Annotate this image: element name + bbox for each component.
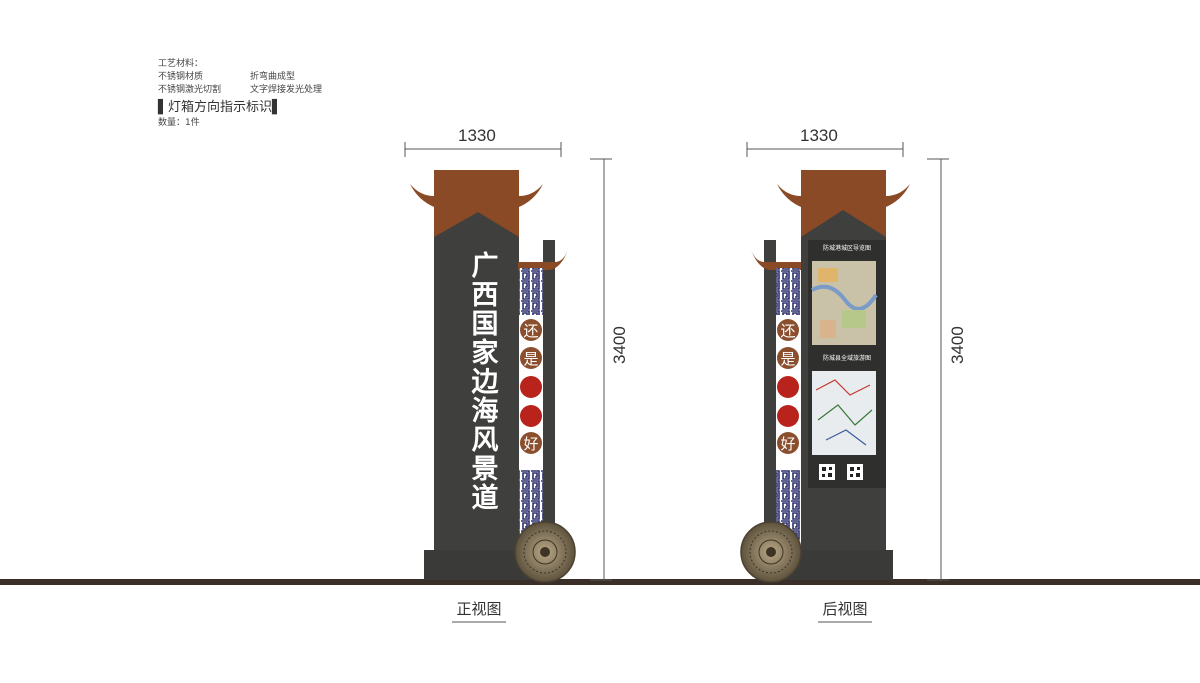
title-char: 边 (472, 367, 500, 398)
notes-cell: 文字焊接发光处理 (250, 85, 323, 95)
title-char: 广 (472, 251, 499, 282)
map2-title: 防城县全域旅游图 (823, 354, 871, 362)
slogan-circle-red (520, 405, 542, 427)
notes-cell: 折弯曲成型 (250, 72, 296, 82)
side-pole (543, 240, 555, 550)
stone-slab (434, 212, 519, 550)
slogan-char: 好 (523, 435, 538, 453)
qr-code (819, 464, 835, 480)
title-char: 景 (472, 454, 499, 485)
notes-cell: 不锈钢材质 (158, 72, 204, 82)
slogan-char: 还 (523, 322, 538, 340)
notes-heading: 工艺材料： (158, 59, 204, 69)
title-char: 道 (472, 482, 499, 514)
map1-title: 防城港城区导览图 (823, 244, 871, 252)
back-height-label: 3400 (948, 326, 967, 364)
slogan-char: 还 (780, 322, 795, 340)
front-height-label: 3400 (610, 326, 629, 364)
back-view-caption: 后视图 (822, 600, 868, 618)
front-width-label: 1330 (458, 126, 496, 145)
slogan-char: 是 (523, 350, 538, 368)
title-char: 家 (472, 337, 499, 369)
quantity: 数量：1件 (158, 118, 200, 128)
slogan-circle (520, 319, 542, 341)
pattern-panel-top (776, 268, 800, 315)
pattern-panel-top (519, 268, 543, 315)
slogan-circle (520, 347, 542, 369)
title-char: 西 (472, 280, 499, 311)
slogan-char: 好 (780, 435, 795, 453)
slogan-circle-red (777, 376, 799, 398)
slogan-circle-red (520, 376, 542, 398)
sign-title: ▌灯箱方向指示标识▌ (158, 100, 282, 115)
county-map (812, 371, 876, 455)
right-horn (519, 184, 543, 207)
side-horn (518, 250, 568, 270)
side-pole (764, 240, 776, 550)
left-horn (410, 184, 434, 207)
back-width-label: 1330 (800, 126, 838, 145)
qr-code (847, 464, 863, 480)
front-view: 还 是 好 广 西 国 家 边 海 风 景 道 (404, 142, 612, 623)
notes-cell: 不锈钢激光切割 (158, 85, 222, 95)
side-horn (751, 250, 801, 270)
title-char: 国 (472, 309, 499, 340)
craft-notes: 工艺材料： 不锈钢材质 折弯曲成型 不锈钢激光切割 文字焊接发光处理 ▌灯箱方向… (158, 58, 322, 130)
slogan-circle-red (777, 405, 799, 427)
notes-row: 不锈钢材质 折弯曲成型 (158, 71, 322, 84)
front-view-caption: 正视图 (456, 600, 502, 618)
back-view: 还 是 好 防城港城区导览图 防城县全域旅游图 (740, 142, 949, 623)
main-title: 广 西 国 家 边 海 风 景 道 (472, 251, 500, 514)
slogan-circle (520, 432, 542, 454)
ground-line (0, 579, 1200, 585)
slogan-circle (777, 319, 799, 341)
title-char: 海 (472, 396, 499, 427)
slogan-circle (777, 347, 799, 369)
slogan-char: 是 (780, 350, 795, 368)
left-horn (777, 184, 801, 207)
title-char: 风 (472, 425, 499, 456)
slogan-circle (777, 432, 799, 454)
right-horn (886, 184, 910, 207)
notes-row: 不锈钢激光切割 文字焊接发光处理 (158, 84, 322, 97)
